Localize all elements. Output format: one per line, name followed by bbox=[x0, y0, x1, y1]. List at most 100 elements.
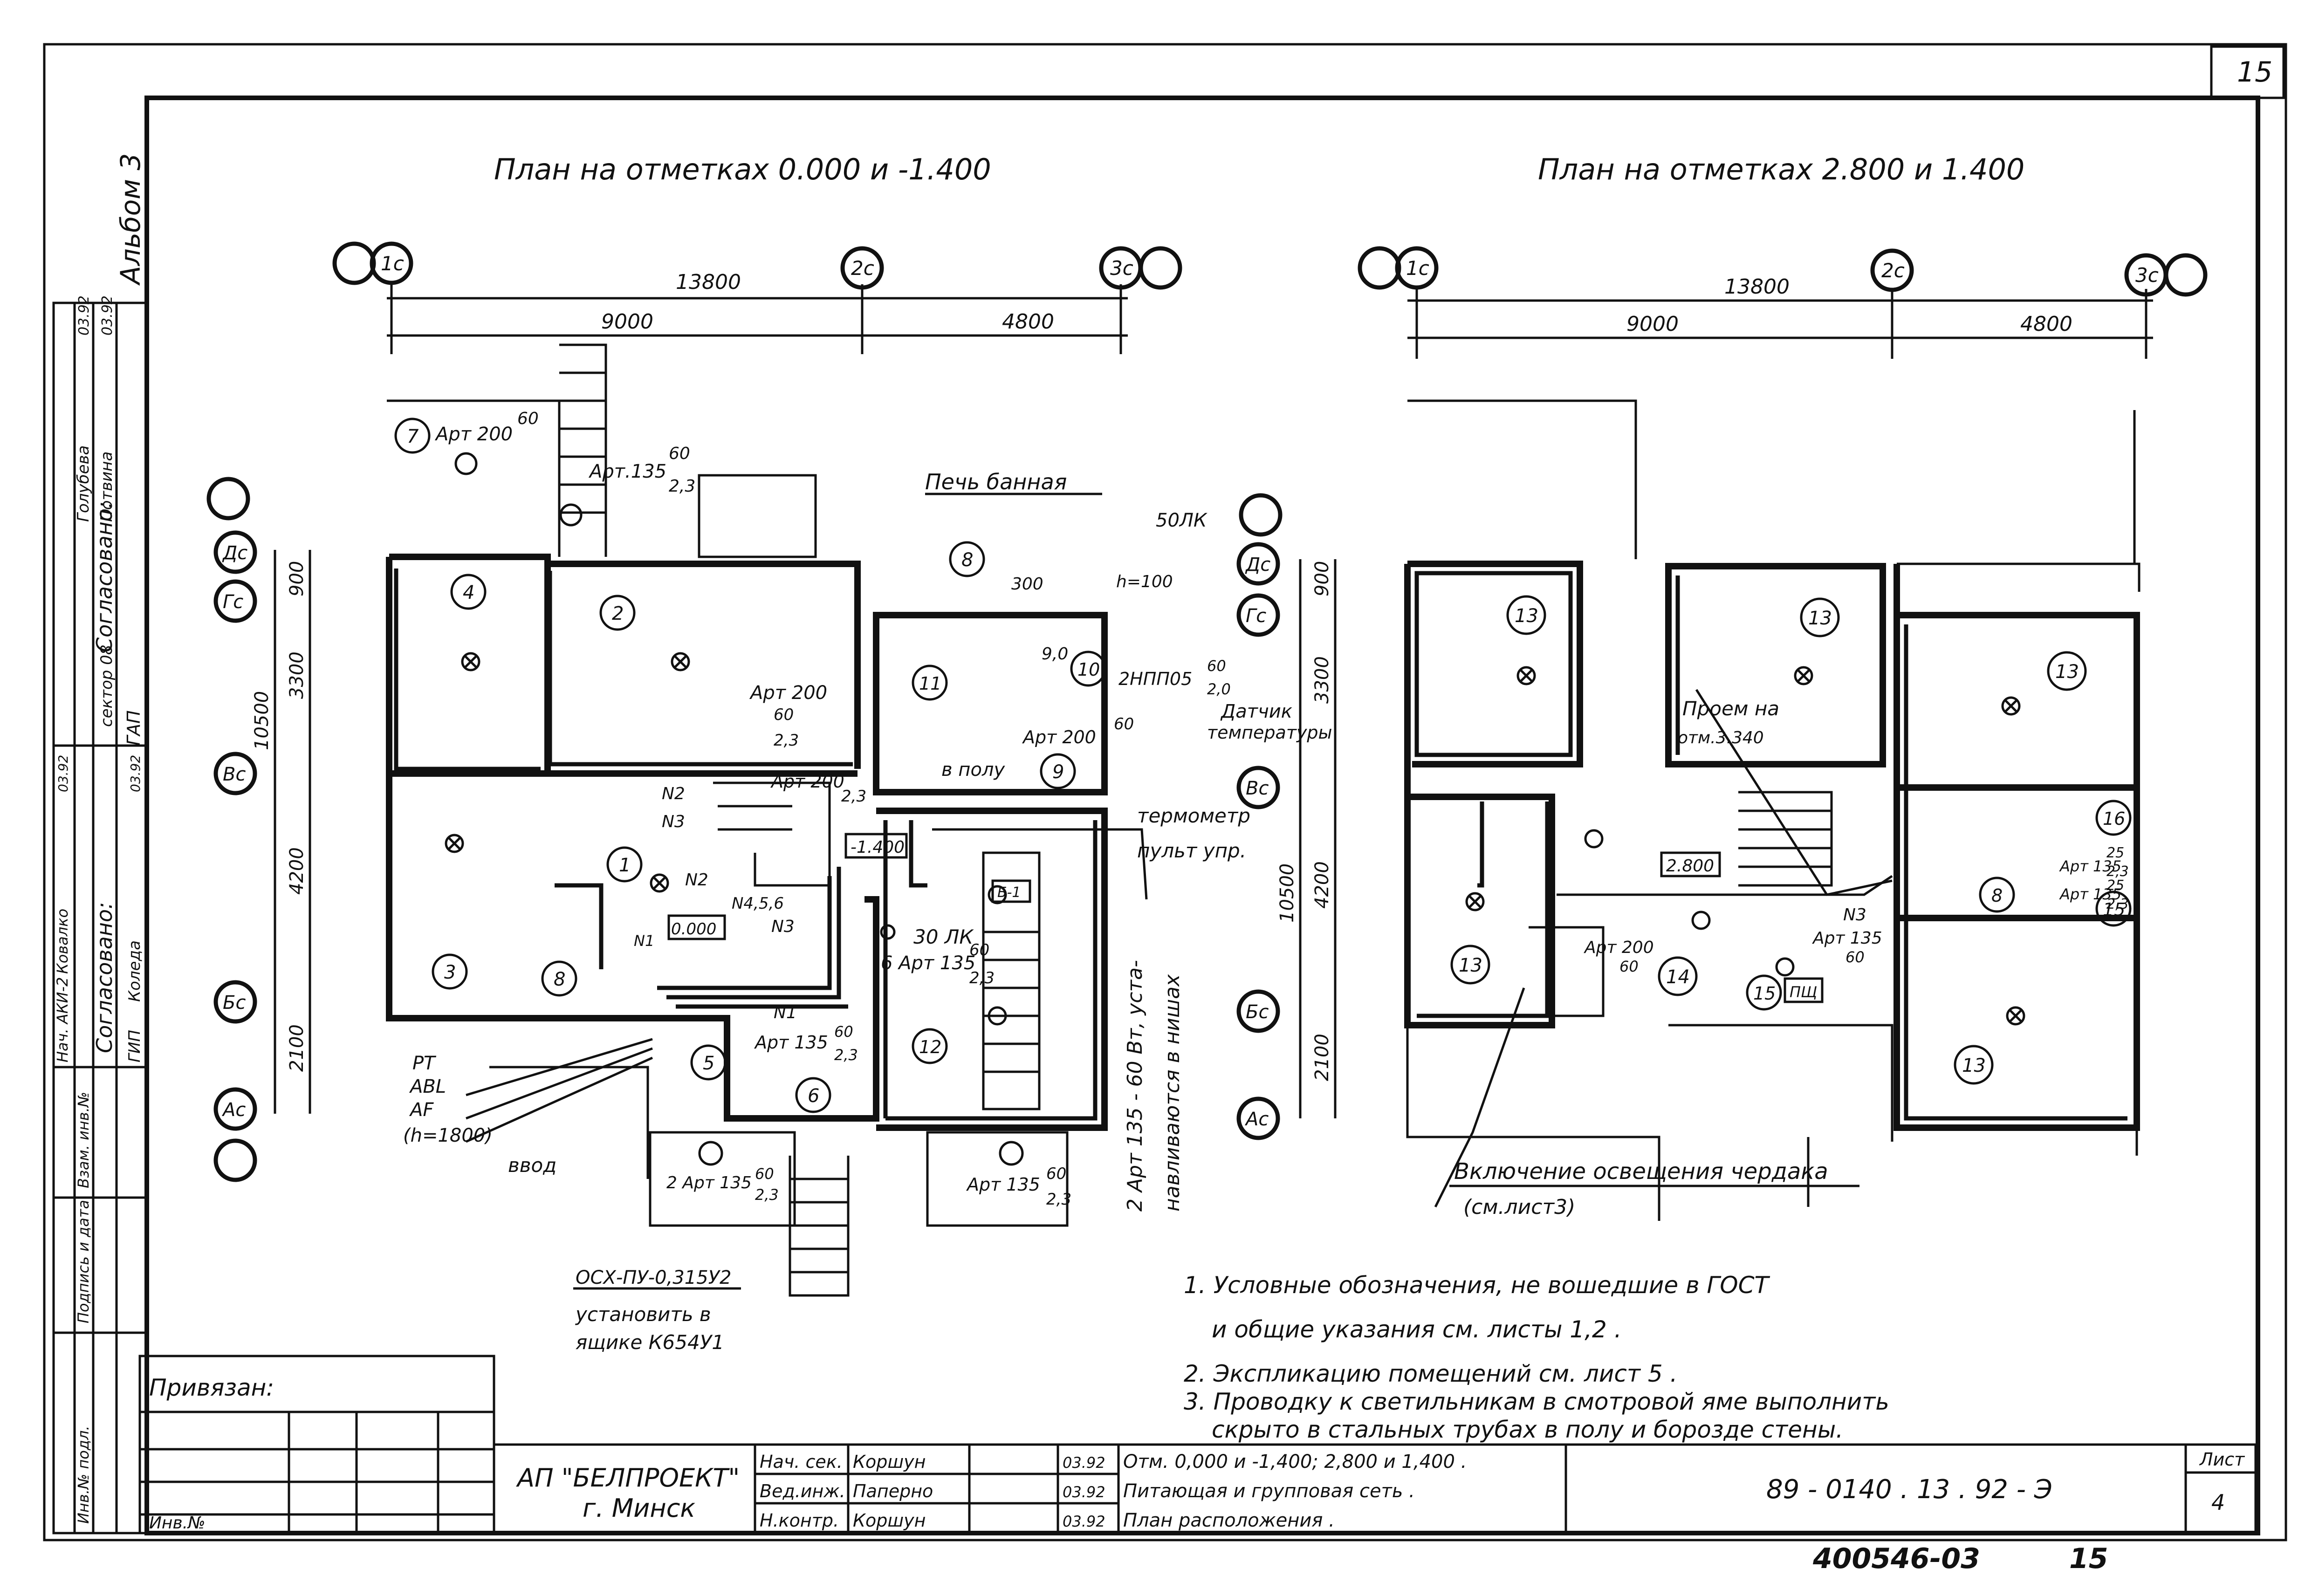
svg-text:16: 16 bbox=[2103, 808, 2125, 829]
stamp-name-2: Потвина bbox=[97, 452, 116, 522]
svg-text:Арт 200: Арт 200 bbox=[1584, 938, 1654, 957]
note-2: 2. Экспликацию помещений см. лист 5 . bbox=[1184, 1360, 1677, 1387]
wall-outline bbox=[386, 557, 879, 1122]
stamp-name-3: Ковалко bbox=[54, 909, 71, 974]
list-label: Лист bbox=[2199, 1449, 2245, 1470]
svg-text:2,3: 2,3 bbox=[755, 1186, 779, 1204]
dim-4200: 4200 bbox=[286, 847, 308, 895]
svg-text:5: 5 bbox=[703, 1053, 714, 1074]
drawing-code: 89 - 0140 . 13 . 92 - Э bbox=[1766, 1474, 2052, 1505]
svg-text:2: 2 bbox=[612, 603, 624, 624]
album-label: Альбом 3 bbox=[115, 153, 146, 286]
svg-text:N1: N1 bbox=[634, 932, 654, 950]
axis-bubble-vc bbox=[213, 752, 257, 795]
dim-4800-r: 4800 bbox=[2020, 312, 2072, 336]
svg-text:в полу: в полу bbox=[941, 759, 1005, 781]
stamp-name-1: Голубева bbox=[74, 445, 93, 522]
axis-bubble-decor bbox=[206, 477, 250, 521]
axis-3c-label: 3с bbox=[1110, 257, 1133, 280]
svg-text:60: 60 bbox=[755, 1165, 774, 1183]
axis-bubble-dc bbox=[213, 530, 257, 574]
svg-text:температуры: температуры bbox=[1207, 722, 1332, 743]
side-stamp: Согласовано: Согласовано: ГАП Голубева 0… bbox=[52, 295, 148, 1534]
stair-bottom bbox=[789, 1156, 850, 1297]
svg-text:2,3: 2,3 bbox=[1046, 1190, 1071, 1209]
corner-box bbox=[2210, 45, 2285, 99]
wall-sauna bbox=[873, 612, 1108, 795]
svg-text:установить в: установить в bbox=[575, 1303, 711, 1326]
svg-text:Б-1: Б-1 bbox=[997, 884, 1021, 901]
svg-text:отм.3.340: отм.3.340 bbox=[1678, 728, 1764, 747]
stamp-role-gap: ГАП bbox=[123, 710, 144, 746]
svg-text:термометр: термометр bbox=[1137, 804, 1250, 827]
dim-10500-r: 10500 bbox=[1276, 863, 1298, 923]
axis-bubble-dc-r bbox=[1236, 542, 1280, 586]
dim-2100: 2100 bbox=[286, 1024, 308, 1072]
input-line bbox=[489, 1066, 649, 1179]
right-plan-title: План на отметках 2.800 и 1.400 bbox=[1538, 152, 2024, 186]
svg-text:h=100: h=100 bbox=[1116, 572, 1173, 591]
svg-text:13: 13 bbox=[2055, 661, 2079, 683]
svg-text:Арт.135: Арт.135 bbox=[588, 461, 666, 482]
svg-text:60: 60 bbox=[1207, 657, 1226, 675]
dim-2100-r: 2100 bbox=[1311, 1034, 1333, 1081]
axis-1c-r-label: 1с bbox=[1406, 257, 1429, 280]
dim-10500: 10500 bbox=[251, 691, 273, 750]
axis-bubble-decor bbox=[1239, 493, 1283, 537]
svg-text:Арт 135: Арт 135 bbox=[966, 1174, 1040, 1195]
svg-text:9,0: 9,0 bbox=[1042, 644, 1068, 664]
svg-text:13: 13 bbox=[1962, 1055, 1986, 1076]
svg-text:N3: N3 bbox=[1843, 905, 1866, 925]
svg-text:8: 8 bbox=[554, 969, 565, 990]
wiring-bundle bbox=[657, 867, 848, 1009]
svg-text:60: 60 bbox=[1114, 715, 1134, 733]
svg-text:пульт упр.: пульт упр. bbox=[1137, 839, 1246, 862]
svg-text:25: 25 bbox=[2106, 877, 2124, 894]
axis-gc-r-label: Гс bbox=[1246, 605, 1266, 627]
wall-r-mid bbox=[1897, 784, 2137, 921]
axis-bubble-1c-r bbox=[1395, 246, 1439, 290]
wiring-garage bbox=[883, 820, 1098, 1121]
svg-text:2,3: 2,3 bbox=[2106, 863, 2129, 880]
svg-text:30 ЛК: 30 ЛК bbox=[913, 925, 974, 948]
leader-r-proem bbox=[1695, 689, 1893, 896]
svg-text:Арт 200: Арт 200 bbox=[434, 424, 513, 445]
light-fixtures bbox=[445, 452, 1024, 1166]
svg-text:14: 14 bbox=[1666, 966, 1690, 988]
role-2: Вед.инж. bbox=[760, 1481, 845, 1501]
wiring-r-1 bbox=[1414, 571, 1573, 757]
stamp-role-nach: Нач. АКИ-2 bbox=[54, 977, 71, 1062]
svg-text:N2: N2 bbox=[662, 784, 685, 803]
svg-text:ПЩ: ПЩ bbox=[1790, 983, 1817, 1001]
svg-text:60: 60 bbox=[969, 941, 989, 959]
svg-text:15: 15 bbox=[2103, 899, 2125, 920]
desc-2: Питающая и групповая сеть . bbox=[1123, 1480, 1415, 1502]
axis-2c-r-label: 2с bbox=[1881, 259, 1905, 282]
stamp-date-3: 03.92 bbox=[55, 755, 71, 792]
svg-text:2.800: 2.800 bbox=[1666, 856, 1714, 876]
axis-bubble-gc-r bbox=[1236, 593, 1280, 637]
org-name: АП "БЕЛПРОЕКТ" bbox=[516, 1463, 740, 1493]
axis-bubble-ac bbox=[213, 1087, 257, 1131]
room-markers-r: 13 13 13 13 13 14 15 16 15 8 bbox=[1450, 595, 2132, 1085]
svg-text:9: 9 bbox=[1052, 761, 1064, 783]
wall-roof-edge bbox=[1407, 399, 1637, 559]
org-city: г. Минск bbox=[583, 1493, 695, 1523]
dim-9000-r: 9000 bbox=[1626, 312, 1679, 336]
svg-text:8: 8 bbox=[961, 549, 973, 571]
axis-bubble-bc-r bbox=[1236, 989, 1280, 1033]
svg-text:N1: N1 bbox=[774, 1003, 797, 1022]
stamp-name-4: Коледа bbox=[125, 940, 144, 1002]
wiring-room8 bbox=[555, 883, 604, 969]
svg-text:Арт 200: Арт 200 bbox=[1022, 727, 1096, 747]
axis-bc-label: Бс bbox=[223, 992, 246, 1014]
axis-bubble-decor bbox=[332, 241, 376, 285]
leader-r-attic bbox=[1434, 987, 1810, 1208]
svg-text:15: 15 bbox=[1753, 983, 1776, 1004]
role-3: Н.контр. bbox=[760, 1510, 839, 1531]
svg-text:10: 10 bbox=[1077, 659, 1100, 680]
svg-text:N3: N3 bbox=[662, 812, 685, 831]
svg-text:N4,5,6: N4,5,6 bbox=[732, 894, 784, 913]
axis-bubble-bc bbox=[213, 980, 257, 1024]
